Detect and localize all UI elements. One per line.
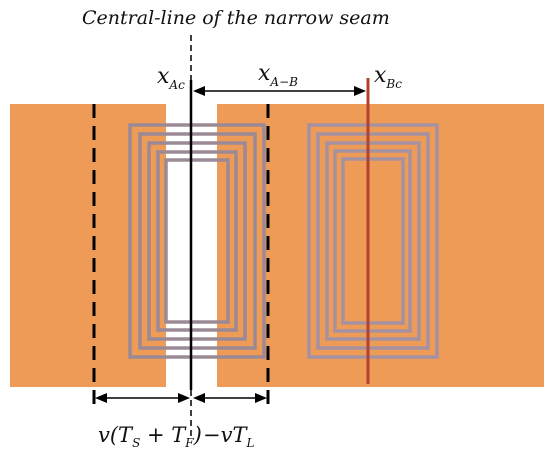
formula-right: −vTL <box>203 423 254 450</box>
formula-left-part1: v(T <box>98 423 134 447</box>
label-x-ab-sub: A−B <box>269 75 298 89</box>
diagram-title: Central-line of the narrow seam <box>82 7 390 29</box>
arrow-xab <box>193 86 366 96</box>
arrow-left-dimension <box>95 393 190 403</box>
formula-right-sub-l: L <box>245 436 254 450</box>
formula-left-plus: + T <box>140 423 187 447</box>
arrow-right-dimension <box>193 393 267 403</box>
label-x-ab: xA−B <box>258 61 298 89</box>
left-plate <box>10 104 166 387</box>
formula-left: v(TS + TF) <box>98 423 202 450</box>
label-x-bc: xBc <box>374 63 402 91</box>
label-x-ab-main: x <box>258 61 271 86</box>
coil-a <box>128 123 266 359</box>
formula-left-sub-f: F <box>184 436 194 450</box>
formula-left-close: ) <box>193 423 202 447</box>
label-x-bc-main: x <box>374 63 387 88</box>
label-x-bc-sub: Bc <box>385 77 402 91</box>
label-x-ac: xAc <box>157 64 185 92</box>
formula-right-main: −vT <box>203 423 248 447</box>
label-x-ac-sub: Ac <box>168 78 185 92</box>
right-plate <box>217 104 544 387</box>
formula-left-sub-s: S <box>132 436 140 450</box>
label-x-ac-main: x <box>157 64 170 89</box>
coil-b <box>307 123 439 359</box>
